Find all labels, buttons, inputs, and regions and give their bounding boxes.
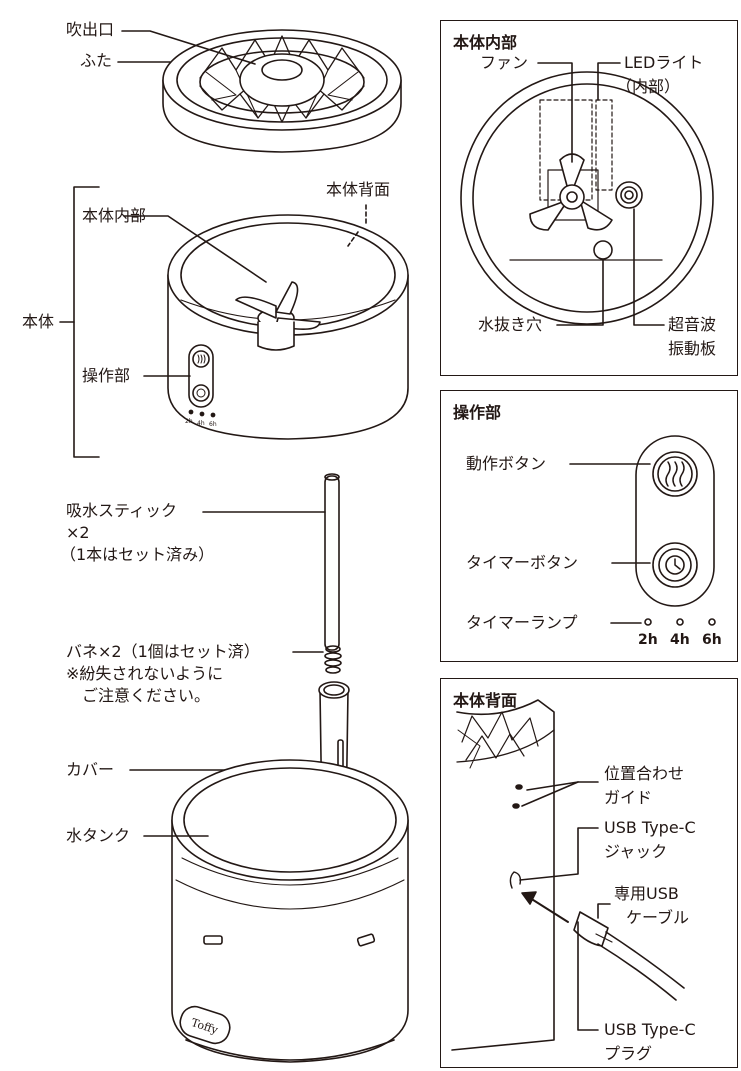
stick-illustration bbox=[324, 473, 340, 651]
led-label-1: LEDライト bbox=[624, 53, 704, 72]
timer-2h-label: 2h bbox=[638, 632, 658, 648]
timer-lamp-label: タイマーランプ bbox=[466, 613, 578, 632]
control-box-title: 操作部 bbox=[453, 403, 502, 422]
body-back-leader bbox=[347, 204, 367, 247]
guide-label-1: 位置合わせ bbox=[604, 764, 685, 783]
ultrasonic-label-1: 超音波 bbox=[668, 315, 717, 334]
spring-label-1: バネ×2（1個はセット済） bbox=[66, 642, 260, 661]
spring-illustration bbox=[324, 645, 342, 674]
control-label: 操作部 bbox=[82, 366, 131, 385]
led-label-2: （内部） bbox=[616, 77, 681, 96]
body-label: 本体 bbox=[22, 312, 55, 331]
drain-label: 水抜き穴 bbox=[478, 315, 543, 334]
body-inside-label: 本体内部 bbox=[82, 206, 147, 225]
tank-illustration: Toffy bbox=[171, 759, 409, 1063]
plug-label-2: プラグ bbox=[604, 1044, 653, 1063]
jack-label-2: ジャック bbox=[604, 842, 668, 861]
action-button-label: 動作ボタン bbox=[466, 454, 547, 473]
lamp-6h-mini: 6h bbox=[209, 421, 217, 428]
back-box-title: 本体背面 bbox=[453, 691, 518, 710]
lamp-4h-mini: 4h bbox=[197, 420, 205, 427]
inside-box-title: 本体内部 bbox=[453, 33, 518, 52]
spring-label-3: ご注意ください。 bbox=[82, 686, 211, 705]
body-inside-leader bbox=[123, 215, 267, 283]
tank-label: 水タンク bbox=[66, 826, 131, 845]
body-bracket bbox=[73, 186, 100, 458]
cable-label-1: 専用USB bbox=[614, 884, 679, 903]
spring-label-2: ※紛失されないように bbox=[66, 664, 224, 683]
body-illustration bbox=[167, 214, 409, 440]
timer-6h-label: 6h bbox=[702, 632, 722, 648]
lid-label: ふた bbox=[80, 51, 113, 70]
cover-label: カバー bbox=[66, 760, 115, 779]
timer-4h-label: 4h bbox=[670, 632, 690, 648]
outlet-leader bbox=[121, 30, 256, 65]
outlet-label: 吹出口 bbox=[66, 20, 115, 39]
stick-label-2: ×2 bbox=[66, 523, 90, 542]
cable-label-2: ケーブル bbox=[626, 908, 690, 927]
guide-label-2: ガイド bbox=[604, 788, 653, 807]
back-callout-box: 本体背面 bbox=[440, 678, 738, 1068]
lamp-2h-mini: 2h bbox=[185, 418, 193, 425]
lid-illustration bbox=[162, 29, 402, 153]
ultrasonic-label-2: 振動板 bbox=[668, 339, 717, 358]
jack-label-1: USB Type-C bbox=[604, 818, 696, 837]
stick-label-3: （1本はセット済み） bbox=[60, 545, 215, 564]
plug-label-1: USB Type-C bbox=[604, 1020, 696, 1039]
fan-label: ファン bbox=[480, 53, 529, 72]
body-back-label: 本体背面 bbox=[326, 180, 391, 199]
stick-label-1: 吸水スティック bbox=[66, 501, 178, 520]
timer-button-label: タイマーボタン bbox=[466, 553, 579, 572]
